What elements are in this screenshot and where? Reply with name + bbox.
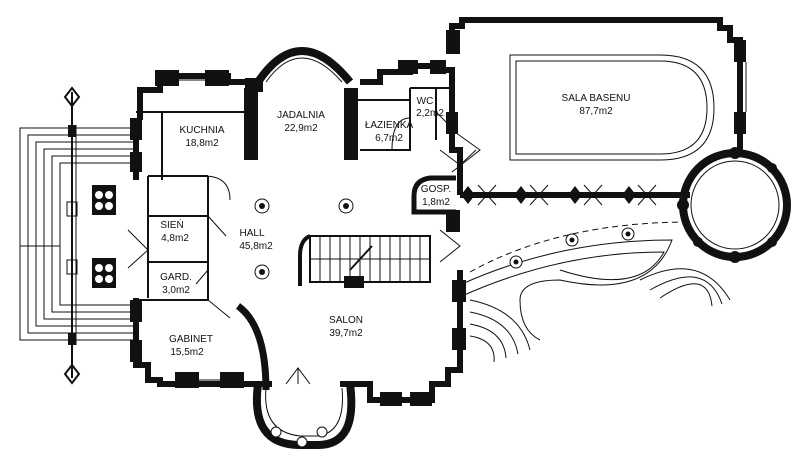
doors [127,111,481,385]
swimming-pool [509,54,715,161]
room-area-lazienka: 6,7m2 [375,133,403,144]
room-name-sien: SIEŃ [160,218,183,231]
room-name-hall: HALL [239,228,264,239]
room-area-kuchnia: 18,8m2 [185,138,219,149]
room-name-wc: WC [417,96,434,107]
room-name-jadalnia: JADALNIA [277,110,325,121]
room-name-gabinet: GABINET [169,334,213,345]
room-name-salon: SALON [329,315,363,326]
windows [133,21,747,381]
room-area-sien: 4,8m2 [161,233,189,244]
room-area-gabinet: 15,5m2 [170,347,204,358]
room-name-sala-basenu: SALA BASENU [562,93,631,104]
room-area-gard: 3,0m2 [162,285,190,296]
room-area-wc: 2,2m2 [416,108,444,119]
dining-bay-window [254,47,354,85]
salon-bay-window [252,383,356,449]
room-area-hall: 45,8m2 [239,241,273,252]
entrance-pillars [63,86,116,385]
interior-walls [136,87,463,391]
room-name-kuchnia: KUCHNIA [179,125,224,136]
entrance-steps [19,127,135,341]
room-name-lazienka: ŁAZIENKA [365,120,414,131]
garden-terrace [461,221,731,363]
room-area-salon: 39,7m2 [329,328,363,339]
room-name-gosp: GOSP. [421,184,451,195]
room-area-gosp: 1,8m2 [422,197,450,208]
staircase [298,234,431,288]
hall-columns [254,198,354,280]
pool-colonnade [461,184,657,206]
room-area-jadalnia: 22,9m2 [284,123,318,134]
room-area-sala-basenu: 87,7m2 [579,106,613,117]
round-tower [677,147,791,263]
room-name-gard: GARD. [160,272,192,283]
exterior-walls [130,17,746,406]
room-labels: KUCHNIA 18,8m2 JADALNIA 22,9m2 ŁAZIENKA … [160,93,630,358]
